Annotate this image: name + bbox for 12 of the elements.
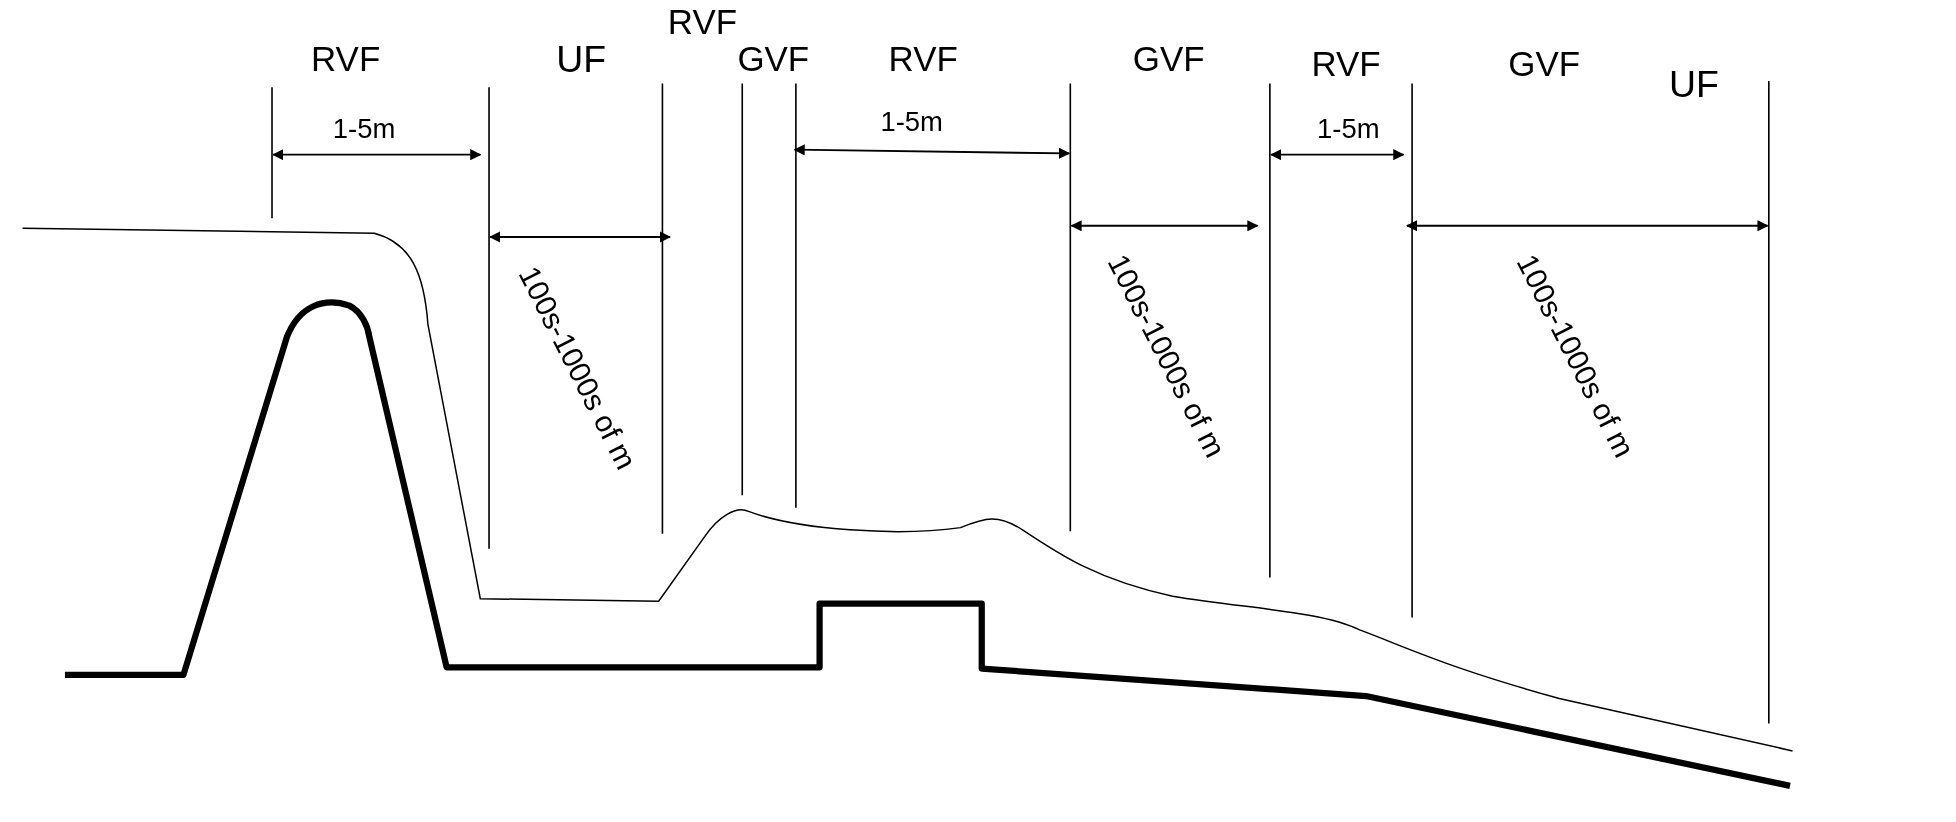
flow-region-label: RVF: [667, 4, 737, 40]
flow-region-label: GVF: [1508, 47, 1581, 83]
flow-region-label: GVF: [1132, 42, 1205, 78]
dimension-label: 1-5m: [880, 107, 943, 135]
flow-region-label: GVF: [737, 42, 810, 78]
dimension-label: 1-5m: [1317, 115, 1380, 143]
dimension-label: 1-5m: [332, 115, 396, 143]
flow-region-label: UF: [556, 41, 607, 79]
flow-region-label: RVF: [1311, 47, 1381, 83]
flow-region-label: RVF: [888, 42, 958, 78]
flow-region-label: UF: [1669, 66, 1719, 104]
flow-region-label: RVF: [311, 42, 381, 78]
